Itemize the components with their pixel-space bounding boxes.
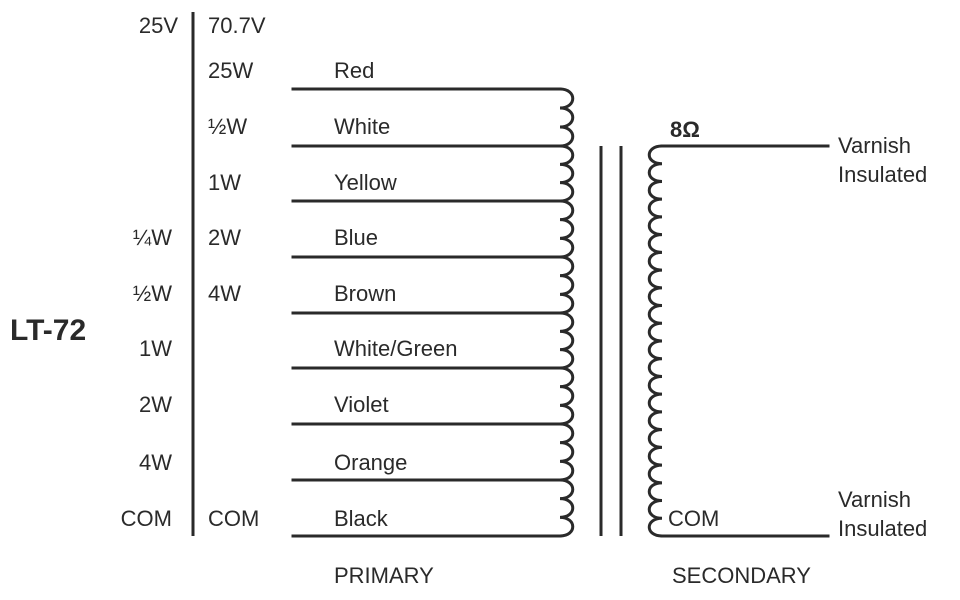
tap-25v-8: COM xyxy=(121,506,172,531)
secondary-bottom-lead-label-1: Varnish xyxy=(838,487,911,512)
primary-label: PRIMARY xyxy=(334,563,434,588)
primary-lead-label-0: Red xyxy=(334,58,374,83)
tap-25v-7: 4W xyxy=(139,450,172,475)
primary-leads: RedWhiteYellowBlueBrownWhite/GreenViolet… xyxy=(291,58,562,538)
primary-lead-label-8: Black xyxy=(334,506,389,531)
primary-lead-label-7: Orange xyxy=(334,450,407,475)
secondary-bottom-lead-label-2: Insulated xyxy=(838,516,927,541)
tap-25v-3: ¼W xyxy=(133,225,172,250)
secondary-coil xyxy=(647,144,663,538)
taps-25v-column: ¼W ½W 1W 2W 4W COM xyxy=(121,225,173,531)
primary-lead-label-4: Brown xyxy=(334,281,396,306)
model-name: LT-72 xyxy=(10,314,86,347)
primary-lead-label-3: Blue xyxy=(334,225,378,250)
tap-70-7v-8: COM xyxy=(208,506,259,531)
tap-70-7v-1: ½W xyxy=(208,114,247,139)
primary-lead-label-1: White xyxy=(334,114,390,139)
secondary-top-lead-label-1: Varnish xyxy=(838,133,911,158)
secondary-impedance: 8Ω xyxy=(670,117,700,142)
secondary-top-lead-label-2: Insulated xyxy=(838,162,927,187)
primary-lead-label-2: Yellow xyxy=(334,170,397,195)
tap-70-7v-4: 4W xyxy=(208,281,241,306)
primary-lead-label-5: White/Green xyxy=(334,336,458,361)
primary-lead-label-6: Violet xyxy=(334,392,389,417)
tap-70-7v-0: 25W xyxy=(208,58,253,83)
tap-70-7v-2: 1W xyxy=(208,170,241,195)
tap-25v-5: 1W xyxy=(139,336,172,361)
tap-25v-4: ½W xyxy=(133,281,172,306)
secondary-com-label: COM xyxy=(668,506,719,531)
primary-coil xyxy=(559,87,575,538)
tap-25v-6: 2W xyxy=(139,392,172,417)
header-25v: 25V xyxy=(139,13,178,38)
header-70-7v: 70.7V xyxy=(208,13,266,38)
secondary-label: SECONDARY xyxy=(672,563,811,588)
tap-70-7v-3: 2W xyxy=(208,225,241,250)
taps-70-7v-column: 25W ½W 1W 2W 4W COM xyxy=(208,58,259,531)
